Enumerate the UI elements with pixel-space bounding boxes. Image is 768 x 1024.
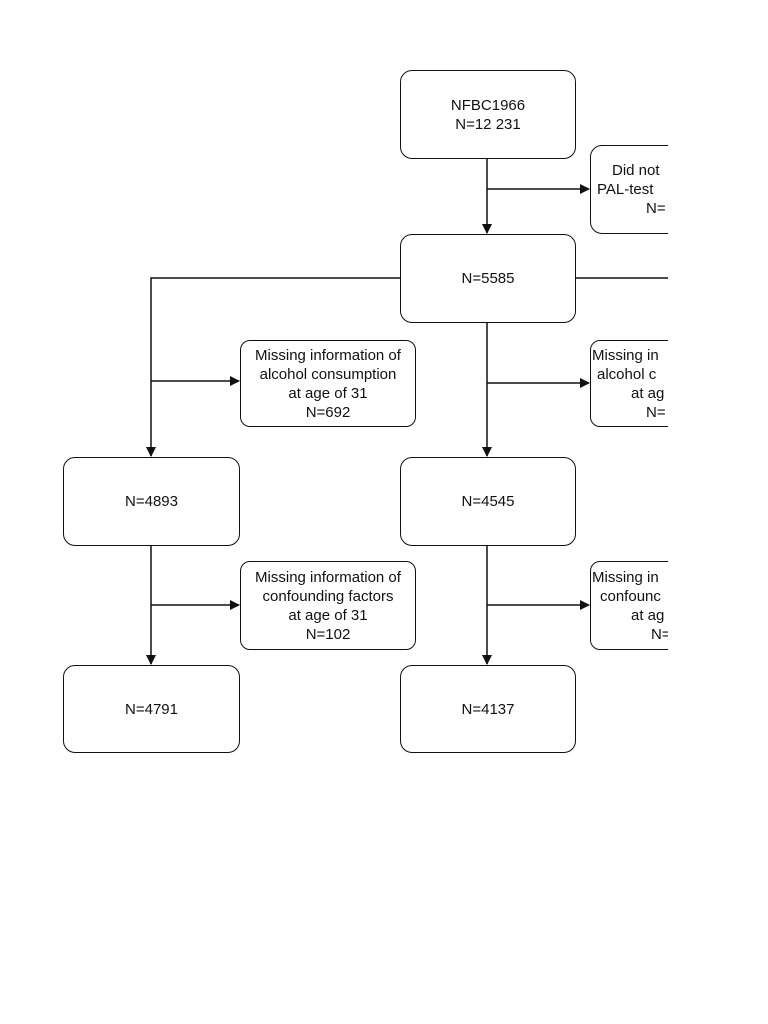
node-text: N= [646, 200, 666, 217]
node-text: Missing information of [255, 346, 401, 364]
node-text: N=692 [305, 403, 351, 421]
node-text: at ag [631, 606, 665, 624]
node-n4893: N=4893 [63, 457, 240, 546]
node-text: N=4137 [461, 700, 515, 718]
node-n4137: N=4137 [400, 665, 576, 753]
node-excluded-pal: Did not PAL-test N= [590, 145, 668, 234]
arrow-5585-to-4893 [146, 277, 400, 457]
node-text: N=4893 [125, 493, 178, 510]
node-text: at age of 31 [288, 606, 368, 624]
node-text: confounc [600, 587, 661, 605]
node-text: N= [651, 625, 668, 643]
node-text: confounding factors [262, 587, 394, 605]
node-text: N=5585 [461, 270, 515, 287]
node-text: N= [646, 403, 666, 421]
node-text: N=12 231 [455, 115, 521, 133]
node-missing-alcohol-left: Missing information of alcohol consumpti… [240, 340, 416, 427]
node-text: Missing in [592, 346, 659, 364]
node-n4545: N=4545 [400, 457, 576, 546]
node-text: Missing in [592, 568, 659, 586]
node-text: PAL-test [597, 181, 654, 198]
node-text: N=102 [305, 625, 351, 643]
node-missing-confounding-left: Missing information of confounding facto… [240, 561, 416, 650]
node-text: Missing information of [255, 568, 401, 586]
node-text: N=4545 [461, 493, 515, 510]
node-text: Did not [612, 162, 660, 179]
node-missing-alcohol-mid: Missing in alcohol c at ag N= [590, 340, 668, 427]
node-text: alcohol c [597, 365, 657, 383]
node-cohort: NFBC1966 N=12 231 [400, 70, 576, 159]
connectors [146, 158, 668, 665]
node-text: at age of 31 [288, 384, 368, 402]
node-text: N=4791 [125, 700, 178, 718]
node-n4791: N=4791 [63, 665, 240, 753]
node-text: alcohol consumption [259, 365, 397, 383]
node-missing-confounding-mid: Missing in confounc at ag N= [590, 561, 668, 650]
node-text: at ag [631, 384, 665, 402]
node-n5585: N=5585 [400, 234, 576, 323]
node-text: NFBC1966 [450, 96, 526, 114]
